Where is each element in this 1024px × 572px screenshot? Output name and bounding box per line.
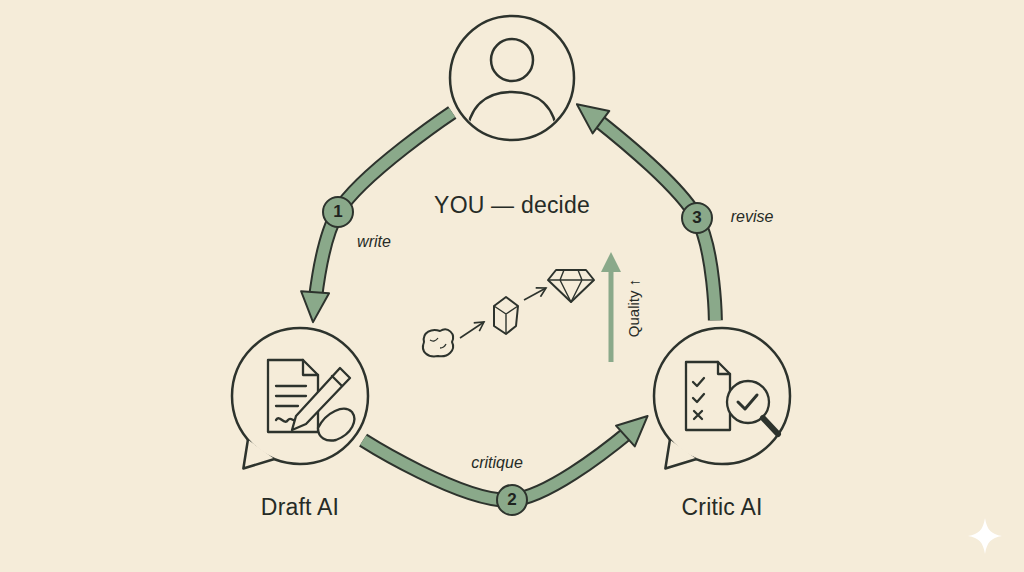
sparkle-mark-part <box>968 518 1002 554</box>
quality-gems-part <box>494 297 518 334</box>
person-icon-part <box>491 39 533 81</box>
quality-arrow <box>601 252 621 362</box>
quality-arrow-part <box>609 270 614 362</box>
document-pen-icon-part <box>332 376 342 386</box>
node-text-group: YOU — decide <box>402 192 622 219</box>
node-circle: Draft AI <box>190 322 410 529</box>
arrow-body <box>313 113 452 323</box>
axis-label: Quality ↑ <box>625 279 642 337</box>
document-pen-icon-part <box>268 360 318 432</box>
checklist-magnifier-icon-part <box>738 395 757 409</box>
node-circle: YOU — decide <box>402 12 622 227</box>
quality-gems <box>423 270 594 356</box>
quality-gems-part <box>524 288 546 300</box>
quality-gems-part <box>548 270 594 302</box>
flow-arrow <box>577 104 715 320</box>
edge-label: write <box>354 233 394 251</box>
edge-label: critique <box>468 454 526 472</box>
checklist-magnifier-icon-part <box>693 378 704 419</box>
quality-gems-part <box>423 329 453 356</box>
step-number: 1 <box>322 196 354 228</box>
person-icon-part <box>466 92 558 140</box>
speech-tail <box>665 440 696 469</box>
flow-arrow <box>313 113 452 323</box>
document-pen-icon-part <box>303 360 318 375</box>
checklist-magnifier-icon-part <box>718 362 730 374</box>
edge-label: revise <box>728 208 777 226</box>
quality-arrow-part <box>601 252 621 272</box>
document-pen-icon-part <box>318 409 354 441</box>
quality-gems-part <box>548 270 594 302</box>
checklist-magnifier-icon <box>686 362 778 434</box>
node-label: Critic AI <box>681 494 762 521</box>
node-label: Draft AI <box>261 494 339 521</box>
arrow-outline <box>577 104 715 320</box>
step-number: 2 <box>496 484 528 516</box>
sparkle-mark <box>968 518 1002 554</box>
quality-gems-part <box>460 322 484 338</box>
quality-gems-part <box>430 338 446 348</box>
checklist-magnifier-icon-part <box>763 418 778 434</box>
person-icon <box>466 39 558 140</box>
node-text-group: Critic AI <box>612 494 832 521</box>
speech-tail <box>243 440 274 469</box>
checklist-magnifier-icon-part <box>686 362 730 430</box>
quality-gems-part <box>494 306 518 334</box>
document-pen-icon-part <box>276 386 306 406</box>
circle-outline <box>450 16 574 140</box>
node-text-group: Draft AI <box>190 494 410 521</box>
arrow-outline <box>313 113 452 323</box>
document-pen-icon <box>268 360 354 441</box>
node-circle: Critic AI <box>612 322 832 529</box>
step-number: 3 <box>681 202 713 234</box>
arrow-body <box>577 104 715 320</box>
node-label: YOU — decide <box>434 192 590 219</box>
